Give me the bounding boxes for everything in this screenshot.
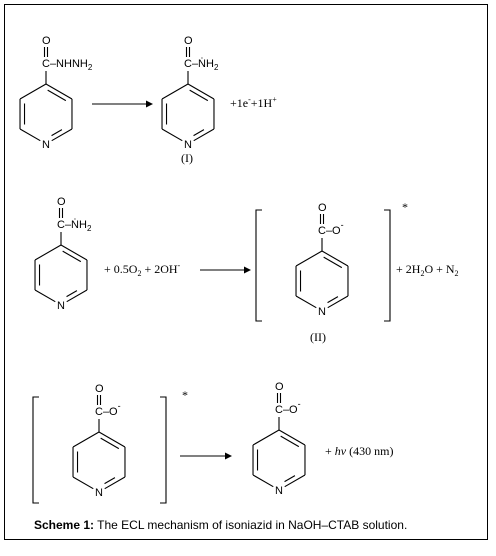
ring-double-bond xyxy=(51,129,63,137)
ring-bond xyxy=(193,128,215,142)
ring-bond xyxy=(295,250,323,267)
ring-double-bond xyxy=(323,256,343,269)
ring-nitrogen-label: N xyxy=(275,485,283,497)
ring-bond xyxy=(45,83,73,100)
reaction-arrow-2 xyxy=(200,266,251,274)
ring-bond xyxy=(60,244,88,261)
label-I: (I) xyxy=(181,151,193,165)
ring-nitrogen-label: N xyxy=(184,139,192,151)
ring-bond xyxy=(252,429,280,446)
substituent-label: C–ṄH2 xyxy=(57,218,92,233)
substituent-label: C–O- xyxy=(95,401,121,418)
substituent-label: C–O- xyxy=(275,399,301,416)
ring-bond xyxy=(187,83,215,100)
ring-bond xyxy=(327,295,349,309)
excited-state-bracket-right-2 xyxy=(384,209,391,322)
ring-double-bond xyxy=(104,477,116,485)
scheme-caption: Scheme 1: The ECL mechanism of isoniazid… xyxy=(34,518,407,532)
ring-bond xyxy=(98,431,126,448)
carbonyl-oxygen-label: O xyxy=(42,35,51,47)
ring-bond xyxy=(104,476,126,490)
ring-bond xyxy=(34,289,56,303)
excited-carboxylate-structure-3: O C–O- N xyxy=(72,383,126,499)
ring-double-bond xyxy=(327,296,339,304)
caption-text: The ECL mechanism of isoniazid in NaOH–C… xyxy=(94,518,407,532)
carbonyl-oxygen-label: O xyxy=(275,381,284,393)
ring-bond xyxy=(278,429,306,446)
carbonyl-oxygen-label: O xyxy=(318,202,327,214)
electron-proton-text: +1e-+1H+ xyxy=(230,95,277,110)
ring-double-bond xyxy=(193,129,205,137)
ring-bond xyxy=(19,128,41,142)
ring-nitrogen-label: N xyxy=(318,306,326,318)
ground-carboxylate-structure: O C–O- N xyxy=(252,381,306,497)
ring-bond xyxy=(72,431,100,448)
water-nitrogen-products: + 2H2O + N2 xyxy=(396,262,459,278)
excited-state-bracket-left-2 xyxy=(255,209,262,322)
ring-double-bond xyxy=(189,89,209,102)
ring-bond xyxy=(321,250,349,267)
ring-bond xyxy=(161,83,189,100)
label-II: (II) xyxy=(310,330,326,344)
ring-nitrogen-label: N xyxy=(57,300,65,312)
ring-double-bond xyxy=(66,290,78,298)
excited-state-star-3: * xyxy=(182,388,188,402)
carbonyl-oxygen-label: O xyxy=(57,196,66,208)
oxygen-hydroxide-reagents: + 0.5O2+ 2OH- xyxy=(104,261,181,278)
ring-double-bond xyxy=(62,250,82,263)
ring-bond xyxy=(295,295,317,309)
ring-double-bond xyxy=(284,475,296,483)
ring-bond xyxy=(51,128,73,142)
reaction-arrow-1 xyxy=(92,100,153,108)
carbonyl-oxygen-label: O xyxy=(95,383,104,395)
ring-bond xyxy=(252,474,274,488)
ring-bond xyxy=(19,83,47,100)
substituent-label: C–ṄH2 xyxy=(184,57,219,72)
ring-bond xyxy=(161,128,183,142)
carbonyl-oxygen-label: O xyxy=(184,35,193,47)
ring-bond xyxy=(34,244,62,261)
ring-nitrogen-label: N xyxy=(95,487,103,499)
substituent-label: C–O- xyxy=(318,220,344,237)
ring-double-bond xyxy=(280,435,300,448)
ring-bond xyxy=(72,476,94,490)
substituent-label: C–NHNH2 xyxy=(42,58,93,72)
excited-state-bracket-left-3 xyxy=(32,396,39,504)
light-emission-text: + hv (430 nm) xyxy=(325,444,393,458)
ring-nitrogen-label: N xyxy=(42,139,50,151)
reaction-arrow-3 xyxy=(180,452,232,460)
caption-label: Scheme 1: xyxy=(34,518,94,532)
ring-bond xyxy=(284,474,306,488)
ring-double-bond xyxy=(100,437,120,450)
ring-double-bond xyxy=(47,89,67,102)
excited-carboxylate-structure: O C–O- N xyxy=(295,202,349,318)
excited-state-bracket-right-3 xyxy=(160,396,167,504)
ring-bond xyxy=(66,289,88,303)
excited-state-star-2: * xyxy=(402,200,408,214)
